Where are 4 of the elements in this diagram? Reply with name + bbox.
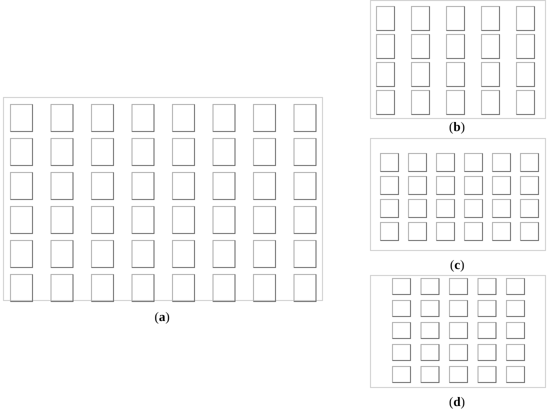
panel-label: (a)	[154, 310, 170, 324]
panel-label: (d)	[449, 395, 465, 409]
panel-label: (c)	[450, 258, 464, 272]
panel-label: (b)	[449, 120, 465, 134]
